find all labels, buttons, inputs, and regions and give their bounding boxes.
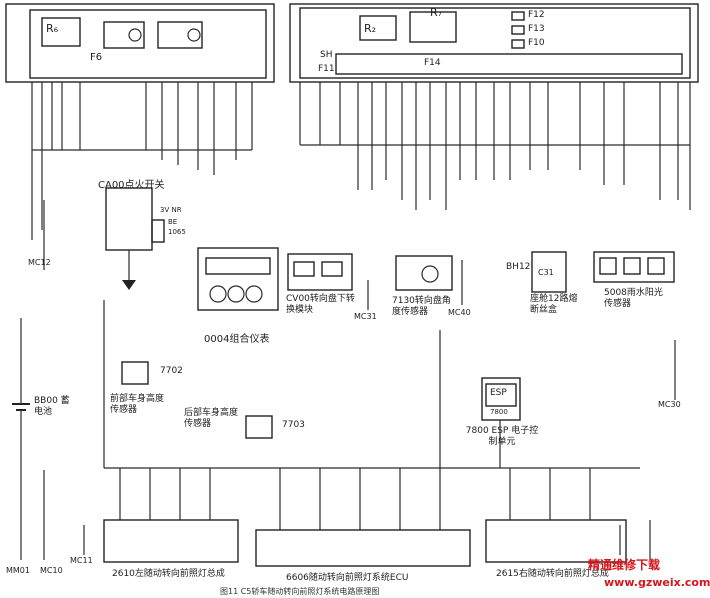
ign-switch-title: CA00点火开关 xyxy=(98,180,165,191)
right-headlamp-title: 2615右随动转向前照灯总成 xyxy=(496,569,609,579)
cv00-module xyxy=(287,253,353,291)
c7702-code: 7702 xyxy=(160,366,183,376)
f14-label: F14 xyxy=(424,58,441,68)
ign-pin-3: 1065 xyxy=(168,228,186,236)
f12-label: F12 xyxy=(528,10,545,20)
relay-r6-label: R₆ xyxy=(46,22,59,35)
mc10-label: MC10 xyxy=(40,566,63,575)
front-height-sensor xyxy=(121,361,149,385)
c7703-title: 后部车身高度传感器 xyxy=(184,408,239,429)
steering-angle-sensor xyxy=(395,255,453,291)
ecu-title: 6606随动转向前照灯系统ECU xyxy=(286,573,409,583)
watermark-url: www.gzweix.com xyxy=(604,576,710,589)
left-headlamp-title: 2610左随动转向前照灯总成 xyxy=(112,569,225,579)
esp-unit xyxy=(481,377,521,421)
diagram-caption: 图11 C5轿车随动转向前照灯系统电路原理图 xyxy=(220,587,380,596)
instrument-cluster xyxy=(197,247,279,311)
c7702-title: 前部车身高度传感器 xyxy=(110,394,165,415)
esp-code: ESP xyxy=(490,388,507,398)
mc31-label: MC31 xyxy=(354,312,377,321)
bh12-inner: C31 xyxy=(538,268,554,277)
ign-pin-1: 3V NR xyxy=(160,206,182,214)
mm01-label: MM01 xyxy=(6,566,30,575)
esp-title: 7800 ESP 电子控制单元 xyxy=(465,426,539,447)
c7130-title: 7130转向盘角度传感器 xyxy=(392,296,451,317)
relay-r2-label: R₂ xyxy=(364,22,377,35)
ign-pin-2: BE xyxy=(168,218,178,226)
bh12-title: 座舱12路熔断丝盒 xyxy=(530,294,578,315)
mc12-label: MC12 xyxy=(28,258,51,267)
left-headlamp-assembly xyxy=(103,519,239,563)
battery-symbol xyxy=(12,318,30,470)
bh12-code: BH12 xyxy=(506,262,531,272)
bh12-fuse-box xyxy=(531,251,567,293)
sh-label: SH xyxy=(320,50,333,60)
mc40-label: MC40 xyxy=(448,308,471,317)
f11-label: F11 xyxy=(318,64,335,74)
wires-left-bundle xyxy=(31,82,253,240)
relay-r7-label: R₇ xyxy=(430,6,443,19)
afs-ecu xyxy=(255,529,471,567)
mc30-label: MC30 xyxy=(658,400,681,409)
c5008-title: 5008雨水阳光传感器 xyxy=(604,288,663,309)
battery-title: BB00 蓄电池 xyxy=(34,396,70,417)
c7703-code: 7703 xyxy=(282,420,305,430)
f13-label: F13 xyxy=(528,24,545,34)
rain-sun-sensor xyxy=(593,251,675,283)
ignition-switch xyxy=(105,187,153,251)
rear-height-sensor xyxy=(245,415,273,439)
fuse-box-right xyxy=(289,3,699,83)
fuse-f6-label: F6 xyxy=(90,52,103,63)
mc11-label: MC11 xyxy=(70,556,93,565)
esp-num: 7800 xyxy=(490,408,508,416)
f10-label: F10 xyxy=(528,38,545,48)
relay-r7 xyxy=(409,11,457,43)
instrument-title: 0004组合仪表 xyxy=(204,334,270,345)
wires-right-bundle xyxy=(299,82,691,210)
relay-r6 xyxy=(41,17,81,47)
relay-r2 xyxy=(359,15,397,41)
watermark-cn: 精通维修下载 xyxy=(588,558,661,572)
fuse-box-left xyxy=(5,3,275,83)
right-headlamp-assembly xyxy=(485,519,627,563)
cv00-title: CV00转向盘下转换模块 xyxy=(286,294,355,315)
